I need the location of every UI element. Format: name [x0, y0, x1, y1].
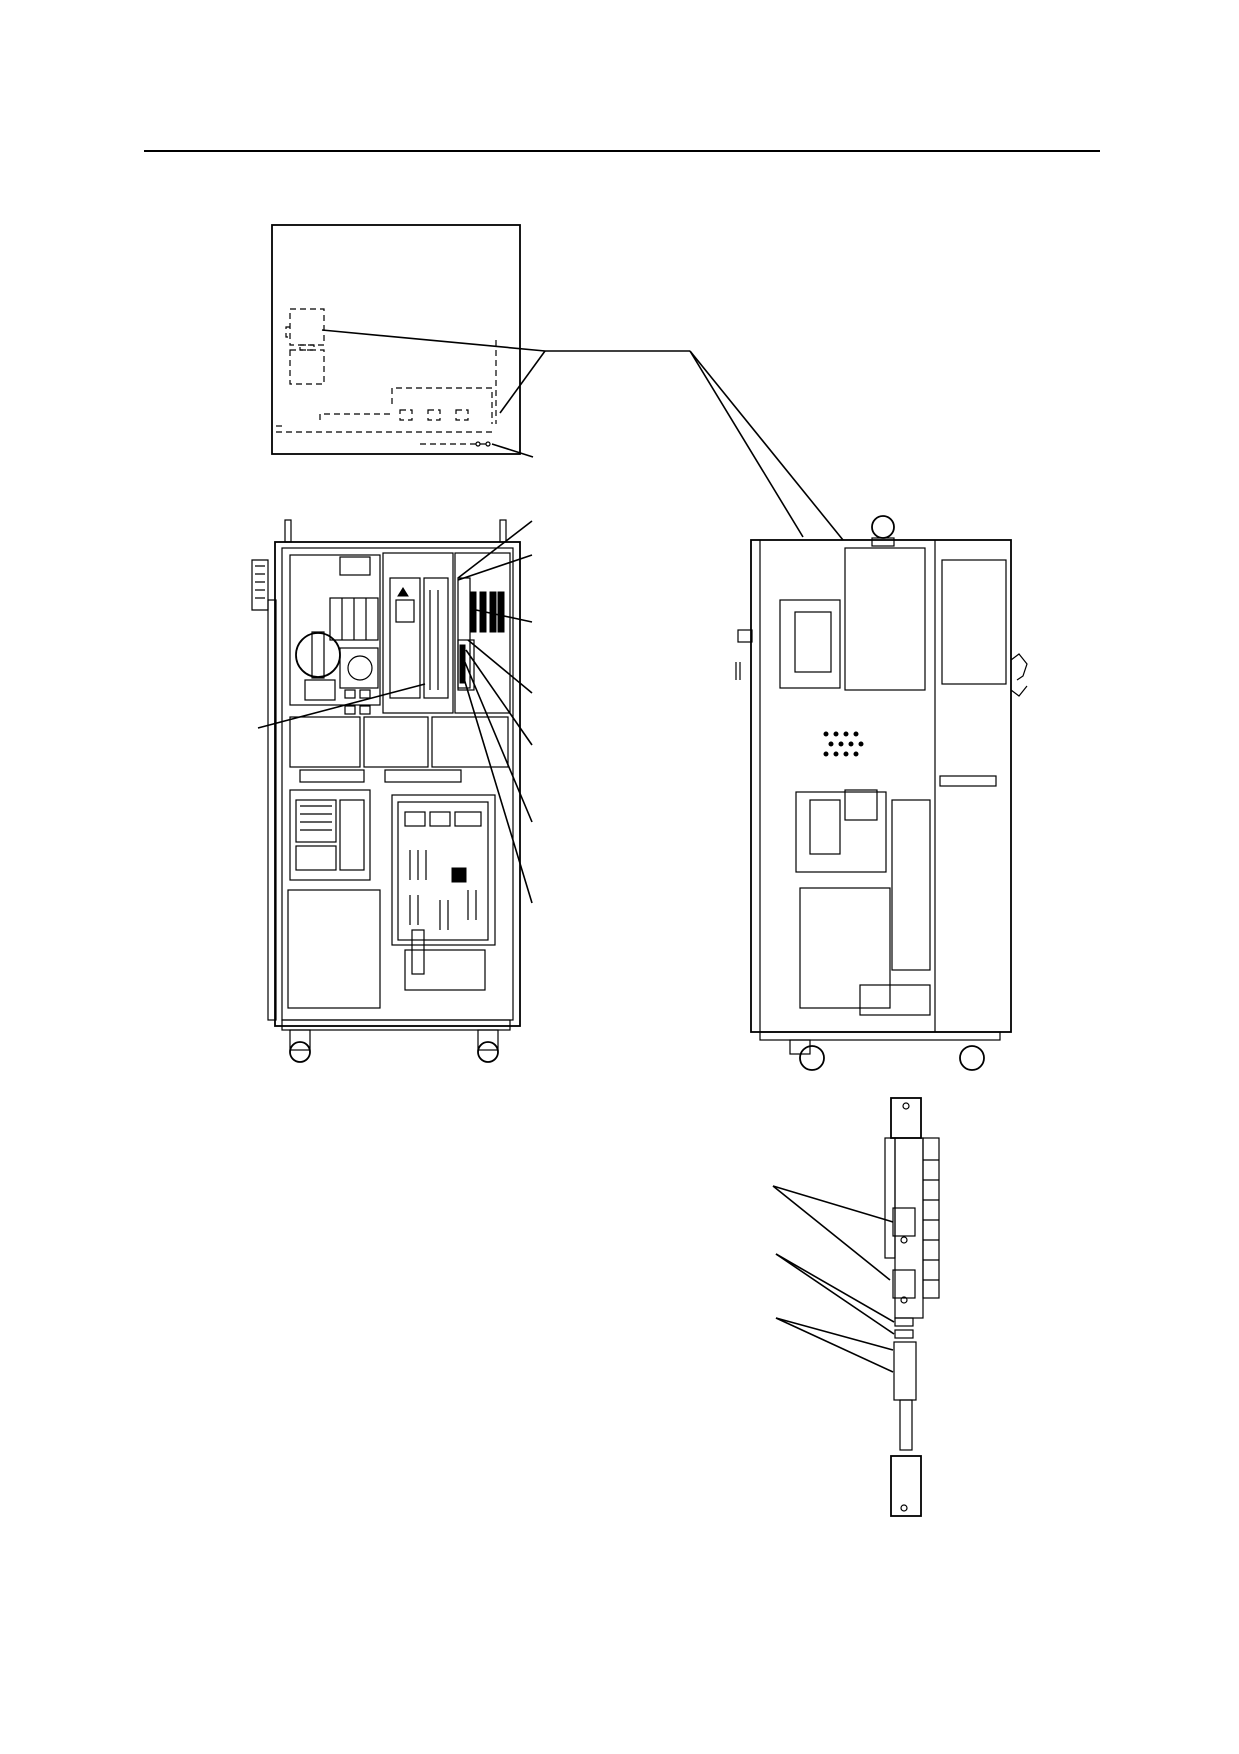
side-view — [735, 515, 1028, 1071]
top-view — [271, 224, 521, 455]
main-board — [391, 794, 496, 991]
breaker-panel — [289, 554, 381, 715]
dsub-connector-upper — [892, 1207, 916, 1237]
leader-lines — [257, 329, 895, 1373]
power-unit — [289, 789, 371, 881]
middle-row — [289, 716, 509, 783]
front-casters — [281, 1019, 511, 1063]
top-view-outline — [271, 224, 521, 455]
led-lower — [894, 1329, 914, 1339]
dsub-connector-lower — [892, 1269, 916, 1299]
board-top-bracket — [890, 1097, 922, 1139]
cabinet-frame — [274, 541, 521, 1027]
board-connector-block — [893, 1341, 917, 1401]
led-upper — [894, 1317, 914, 1327]
front-view-open — [251, 519, 521, 1063]
board-rack — [454, 552, 511, 714]
vent-holes — [823, 731, 864, 757]
board-side-view — [884, 1097, 940, 1517]
servo-amplifier — [382, 552, 454, 714]
header-rule — [144, 150, 1100, 152]
board-bottom-bracket — [890, 1455, 922, 1517]
top-view-hidden-parts — [276, 308, 497, 447]
side-casters — [759, 1031, 1001, 1071]
blank-cover — [287, 889, 381, 1009]
